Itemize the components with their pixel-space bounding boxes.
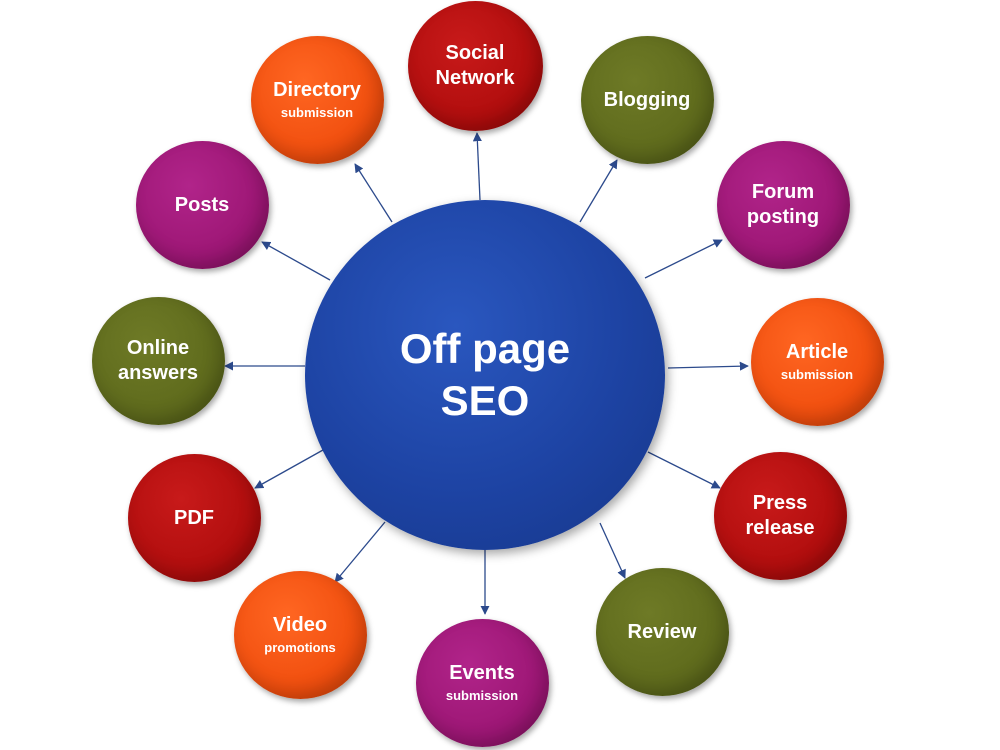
node-pdf: PDF	[127, 454, 261, 582]
node-online-answers: Online answers	[91, 297, 225, 425]
arrow-to-social-network	[472, 132, 482, 201]
node-label-line2: answers	[117, 362, 199, 384]
node-label-line2: promotions	[264, 639, 336, 655]
node-label-line1: Posts	[174, 193, 230, 216]
arrow-to-posts	[261, 241, 331, 281]
center-node-off-page-seo: Off page SEO	[305, 200, 665, 550]
arrow-to-video-promotions	[334, 521, 386, 583]
node-review: Review	[595, 568, 729, 696]
node-label-line1: Blogging	[603, 88, 691, 111]
node-label-line2: submission	[280, 104, 354, 120]
node-video-promotions: Video promotions	[233, 571, 367, 699]
node-events-submission: Events submission	[415, 619, 549, 747]
node-label-line2: Network	[435, 67, 515, 89]
node-label-line1: Social	[445, 42, 505, 64]
center-title-line2: SEO	[440, 377, 530, 424]
node-forum-posting: Forum posting	[716, 141, 850, 269]
node-label-line1: Events	[449, 661, 515, 684]
node-blogging: Blogging	[580, 36, 714, 164]
node-label-line2: submission	[445, 687, 519, 703]
node-label-line1: Online	[126, 337, 190, 359]
arrow-to-forum-posting	[644, 239, 723, 279]
arrow-to-press-release	[647, 451, 721, 489]
node-article-submission: Article submission	[750, 298, 884, 426]
node-label-line1: Review	[627, 620, 697, 643]
node-label-line1: PDF	[174, 506, 214, 529]
arrow-to-review	[599, 522, 626, 579]
arrow-to-article-submission	[667, 361, 749, 371]
node-directory-submission: Directory submission	[250, 36, 384, 164]
node-label-line1: Directory	[273, 78, 361, 101]
arrow-to-pdf	[254, 449, 324, 489]
node-posts: Posts	[135, 141, 269, 269]
node-label-line1: Forum	[751, 181, 815, 203]
node-press-release: Press release	[713, 452, 847, 580]
arrow-to-blogging	[579, 159, 618, 223]
node-label-line1: Video	[272, 613, 328, 636]
node-label-line2: submission	[780, 366, 854, 382]
node-label-line1: Press	[752, 492, 808, 514]
arrow-to-directory-submission	[354, 163, 393, 223]
node-label-line1: Article	[785, 340, 849, 363]
node-label-line2: posting	[746, 206, 820, 228]
center-title-line1: Off page	[399, 325, 571, 372]
node-label-line2: release	[745, 517, 815, 539]
